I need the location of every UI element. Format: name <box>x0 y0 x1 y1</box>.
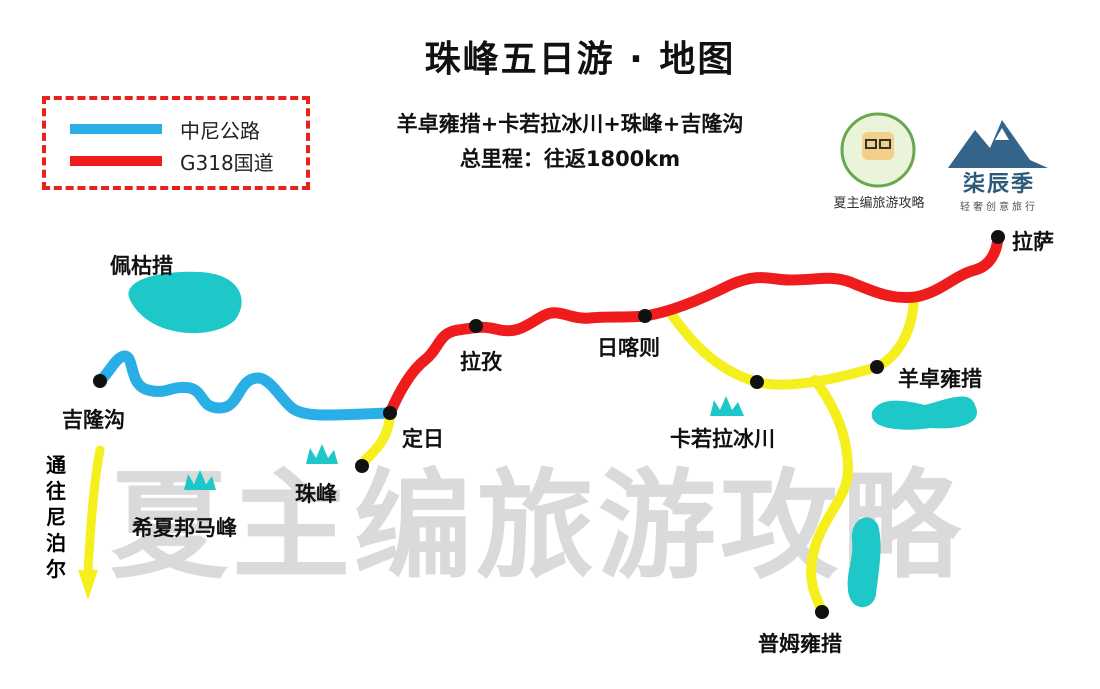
label-karola: 卡若拉冰川 <box>670 427 775 451</box>
peak-karola-icon <box>710 396 744 416</box>
stop-lhatse <box>469 319 483 333</box>
label-tingri: 定日 <box>402 427 444 451</box>
stop-puma <box>815 605 829 619</box>
stop-shigatse <box>638 309 652 323</box>
stop-lhasa <box>991 230 1005 244</box>
legend: 中尼公路 G318国道 <box>42 96 310 190</box>
legend-label: G318国道 <box>180 150 274 175</box>
lake-yamdrok <box>871 396 977 430</box>
peak-everest-icon <box>306 444 338 464</box>
logo-right: 柒辰季 轻奢创意旅行 <box>940 112 1058 213</box>
label-puma: 普姆雍措 <box>758 632 842 656</box>
label-gyirong: 吉隆沟 <box>62 408 125 432</box>
arrow-down-icon <box>78 570 98 600</box>
legend-swatch-blue <box>70 124 162 134</box>
label-shigatse: 日喀则 <box>597 336 660 360</box>
route-subtitle: 羊卓雍措+卡若拉冰川+珠峰+吉隆沟 <box>396 112 744 136</box>
route-yellow-everest <box>357 408 395 471</box>
logo-left: 夏主编旅游攻略 <box>820 110 938 211</box>
label-paiku: 佩枯措 <box>110 254 173 278</box>
stop-karola <box>750 375 764 389</box>
lake-puma <box>847 517 881 608</box>
route-yellow-karola <box>667 295 919 390</box>
label-lhasa: 拉萨 <box>1012 230 1054 254</box>
legend-swatch-red <box>70 156 162 166</box>
stop-tingri <box>383 406 397 420</box>
peak-shishapangma-icon <box>184 470 216 490</box>
lake-paiku <box>128 271 242 334</box>
label-yamdrok: 羊卓雍措 <box>898 367 982 391</box>
label-to-nepal: 通往尼泊尔 <box>46 453 66 581</box>
total-mileage: 总里程：往返1800km <box>459 147 681 171</box>
label-shishapangma: 希夏邦马峰 <box>132 516 237 540</box>
logo-right-brand: 柒辰季 <box>962 172 1035 197</box>
legend-item-china-nepal: 中尼公路 <box>70 114 260 144</box>
legend-item-g318: G318国道 <box>70 146 274 176</box>
stop-everest <box>355 459 369 473</box>
route-yellow-nepal <box>83 445 105 580</box>
label-everest: 珠峰 <box>295 482 337 506</box>
logo-right-sub: 轻奢创意旅行 <box>960 202 1038 213</box>
route-yellow-puma <box>806 375 854 617</box>
stop-yamdrok <box>870 360 884 374</box>
label-lhatse: 拉孜 <box>460 350 502 374</box>
logo-mountain-icon <box>948 120 1048 168</box>
stop-gyirong <box>93 374 107 388</box>
route-red-g318 <box>384 231 1004 419</box>
page-title: 珠峰五日游 · 地图 <box>424 39 736 80</box>
route-blue-china-nepal <box>94 350 396 421</box>
legend-label: 中尼公路 <box>180 118 260 143</box>
logo-left-name: 夏主编旅游攻略 <box>833 196 925 211</box>
